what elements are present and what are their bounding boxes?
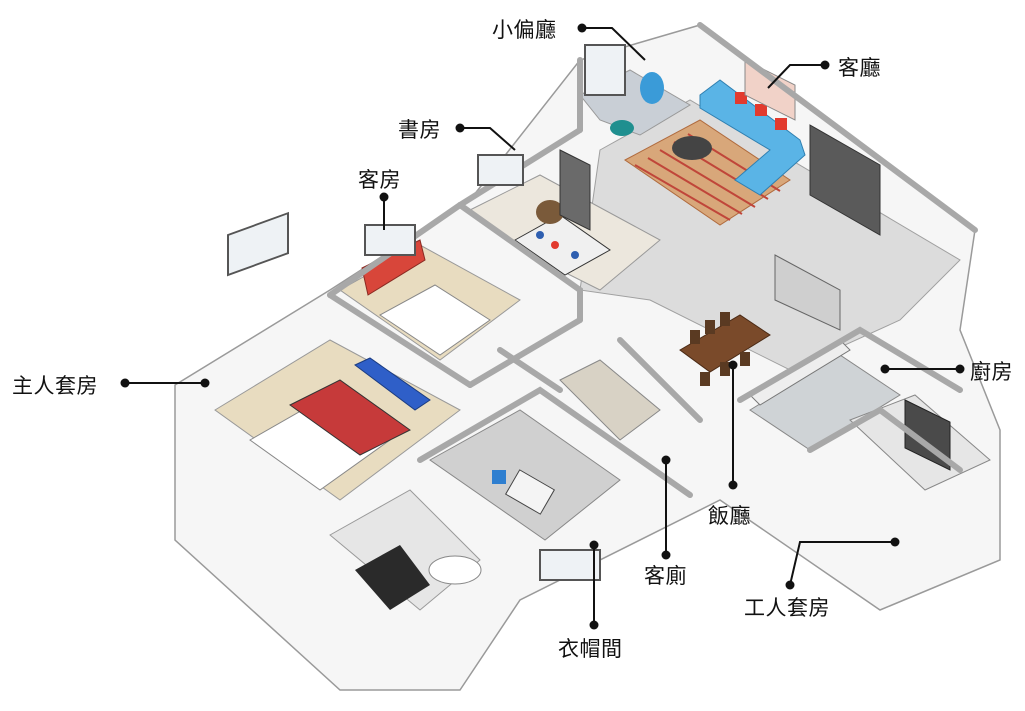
label-dining-room: 飯廳	[708, 504, 751, 528]
label-study: 書房	[398, 118, 441, 142]
closet-island	[504, 469, 556, 515]
blue-stool	[492, 470, 506, 484]
side-table	[610, 120, 634, 136]
sofa-cushion	[775, 118, 787, 130]
guest-toilet-floor	[559, 359, 661, 441]
blue-dresser	[354, 357, 431, 411]
leader-small-living-room	[582, 27, 646, 61]
leader-living-room	[767, 64, 825, 89]
bathtub	[428, 555, 482, 585]
sofa-cushion	[755, 104, 767, 116]
study-rug-pattern	[571, 251, 579, 259]
study-cabinet	[559, 149, 591, 231]
label-guest-toilet: 客廁	[644, 564, 687, 588]
leader-lines	[125, 27, 960, 625]
kitchen-partition	[774, 254, 841, 331]
label-servant-suite: 工人套房	[744, 596, 830, 620]
dining-chairs	[690, 312, 750, 386]
dining-table	[679, 314, 771, 373]
label-walk-in-closet: 衣帽間	[558, 637, 623, 661]
sofa-cushion	[735, 92, 747, 104]
round-chair	[536, 200, 564, 224]
label-living-room: 客廳	[838, 56, 881, 80]
label-master-suite: 主人套房	[12, 374, 98, 398]
floor-slab	[174, 24, 1001, 691]
tv-cabinet	[809, 124, 881, 236]
leader-study	[460, 127, 516, 151]
label-guest-room: 客房	[358, 168, 401, 192]
leader-dots	[120, 23, 965, 630]
guest-bed	[379, 284, 491, 356]
coffee-table	[672, 136, 712, 160]
master-rug	[289, 379, 411, 456]
label-kitchen: 廚房	[970, 360, 1013, 384]
living-room-rug	[624, 119, 791, 226]
interior-walls	[327, 22, 978, 498]
study-rug-pattern	[551, 241, 559, 249]
lounge-chair	[640, 72, 664, 104]
study-rug	[514, 214, 611, 276]
windows	[227, 44, 626, 581]
label-small-living-room: 小偏廳	[492, 18, 557, 42]
black-marble-floor	[355, 545, 430, 610]
study-rug-pattern	[536, 231, 544, 239]
leader-servant-suite	[789, 541, 895, 586]
